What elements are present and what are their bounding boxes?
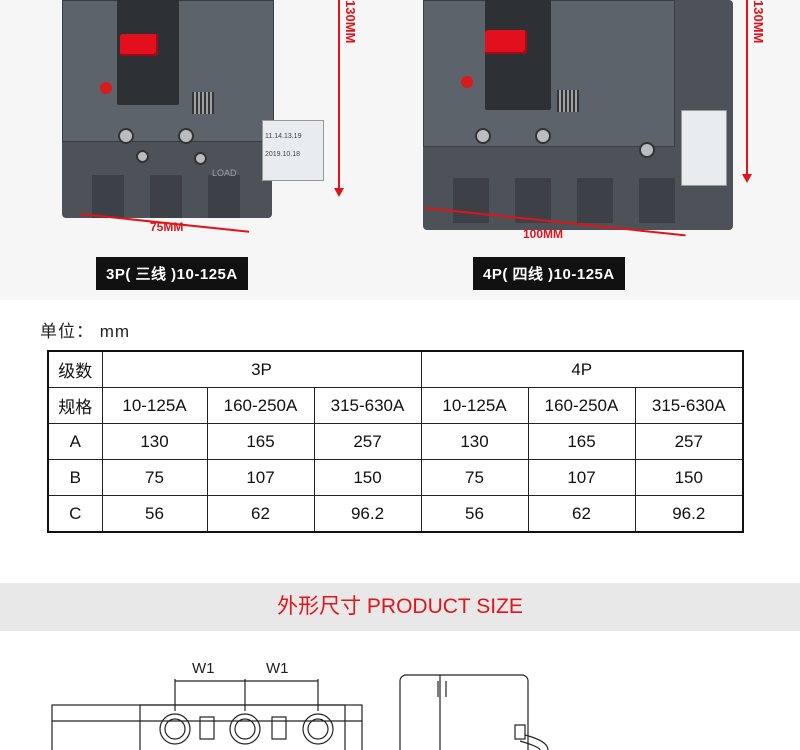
value-cell: 75 (101, 459, 208, 496)
terminal-screw (178, 128, 194, 144)
width-label-3p: 75MM (150, 220, 184, 234)
group-header-3p: 3P (101, 350, 422, 388)
terminal-screw (535, 128, 551, 144)
value-cell: 56 (101, 495, 208, 533)
terminal-circle (229, 713, 261, 745)
qr-code (557, 90, 579, 112)
rating-tag: 11.14.13.19 2019.10.18 (262, 120, 324, 181)
spec-cell: 160-250A (206, 387, 315, 424)
row-header-grade: 级数 (47, 350, 103, 388)
table-row: C 56 62 96.2 56 62 96.2 (47, 495, 744, 533)
table-row: 级数 3P 4P (47, 350, 744, 388)
terminal-screw (136, 150, 149, 163)
breaker-4p-photo (423, 0, 733, 230)
value-cell: 96.2 (313, 495, 422, 533)
value-cell: 107 (206, 459, 315, 496)
terminal-screw (639, 142, 655, 158)
spec-cell: 160-250A (527, 387, 636, 424)
value-cell: 130 (101, 423, 208, 460)
row-label: B (47, 459, 103, 496)
terminal-screw (194, 152, 207, 165)
caption-3p: 3P( 三线 )10-125A (96, 257, 248, 290)
terminal-circle (234, 718, 256, 740)
caption-4p: 4P( 四线 )10-125A (473, 257, 625, 290)
value-cell: 96.2 (634, 495, 744, 533)
dimension-spec-table: 级数 3P 4P 规格 10-125A 160-250A 315-630A 10… (47, 350, 744, 533)
width-label-4p: 100MM (523, 227, 564, 241)
height-label-4p: 130MM (751, 0, 766, 44)
breaker-3p-photo: 11.14.13.19 2019.10.18 LOAD (62, 0, 324, 218)
spec-cell: 315-630A (634, 387, 744, 424)
spec-cell: 315-630A (313, 387, 422, 424)
value-cell: 62 (206, 495, 315, 533)
table-row: 规格 10-125A 160-250A 315-630A 10-125A 160… (47, 387, 744, 424)
value-cell: 107 (527, 459, 636, 496)
table-row: A 130 165 257 130 165 257 (47, 423, 744, 460)
height-label-3p: 130MM (343, 0, 358, 44)
breaker-handle (120, 34, 158, 56)
load-text: LOAD (212, 168, 237, 178)
value-cell: 75 (420, 459, 529, 496)
indicator-led (461, 76, 473, 88)
product-photos: 11.14.13.19 2019.10.18 LOAD 130MM 75MM 3… (0, 0, 800, 300)
value-cell: 257 (313, 423, 422, 460)
unit-label: 单位： mm (40, 322, 131, 341)
value-cell: 165 (527, 423, 636, 460)
qr-code (192, 92, 214, 114)
row-label: C (47, 495, 103, 533)
group-header-4p: 4P (420, 350, 744, 388)
spec-cell: 10-125A (101, 387, 208, 424)
section-title: 外形尺寸 PRODUCT SIZE (0, 583, 800, 631)
value-cell: 150 (634, 459, 744, 496)
rating-tag (681, 110, 727, 186)
spec-cell: 10-125A (420, 387, 529, 424)
w1-label-left: W1 (192, 660, 215, 677)
value-cell: 130 (420, 423, 529, 460)
terminal-circle (307, 718, 329, 740)
table-row: B 75 107 150 75 107 150 (47, 459, 744, 496)
value-cell: 62 (527, 495, 636, 533)
height-dimension-line (338, 0, 340, 190)
terminal-screw (118, 128, 134, 144)
indicator-led (100, 82, 112, 94)
w1-label-right: W1 (266, 660, 289, 677)
value-cell: 56 (420, 495, 529, 533)
terminal-circle (164, 718, 186, 740)
row-header-spec: 规格 (47, 387, 103, 424)
breaker-handle (485, 30, 527, 54)
value-cell: 165 (206, 423, 315, 460)
terminal-circle (159, 713, 191, 745)
terminal-circle (302, 713, 334, 745)
terminal-screw (475, 128, 491, 144)
height-dimension-line (746, 0, 748, 176)
row-label: A (47, 423, 103, 460)
value-cell: 150 (313, 459, 422, 496)
technical-drawing: W1 W1 (51, 660, 549, 750)
side-view-outline (399, 674, 529, 750)
value-cell: 257 (634, 423, 744, 460)
